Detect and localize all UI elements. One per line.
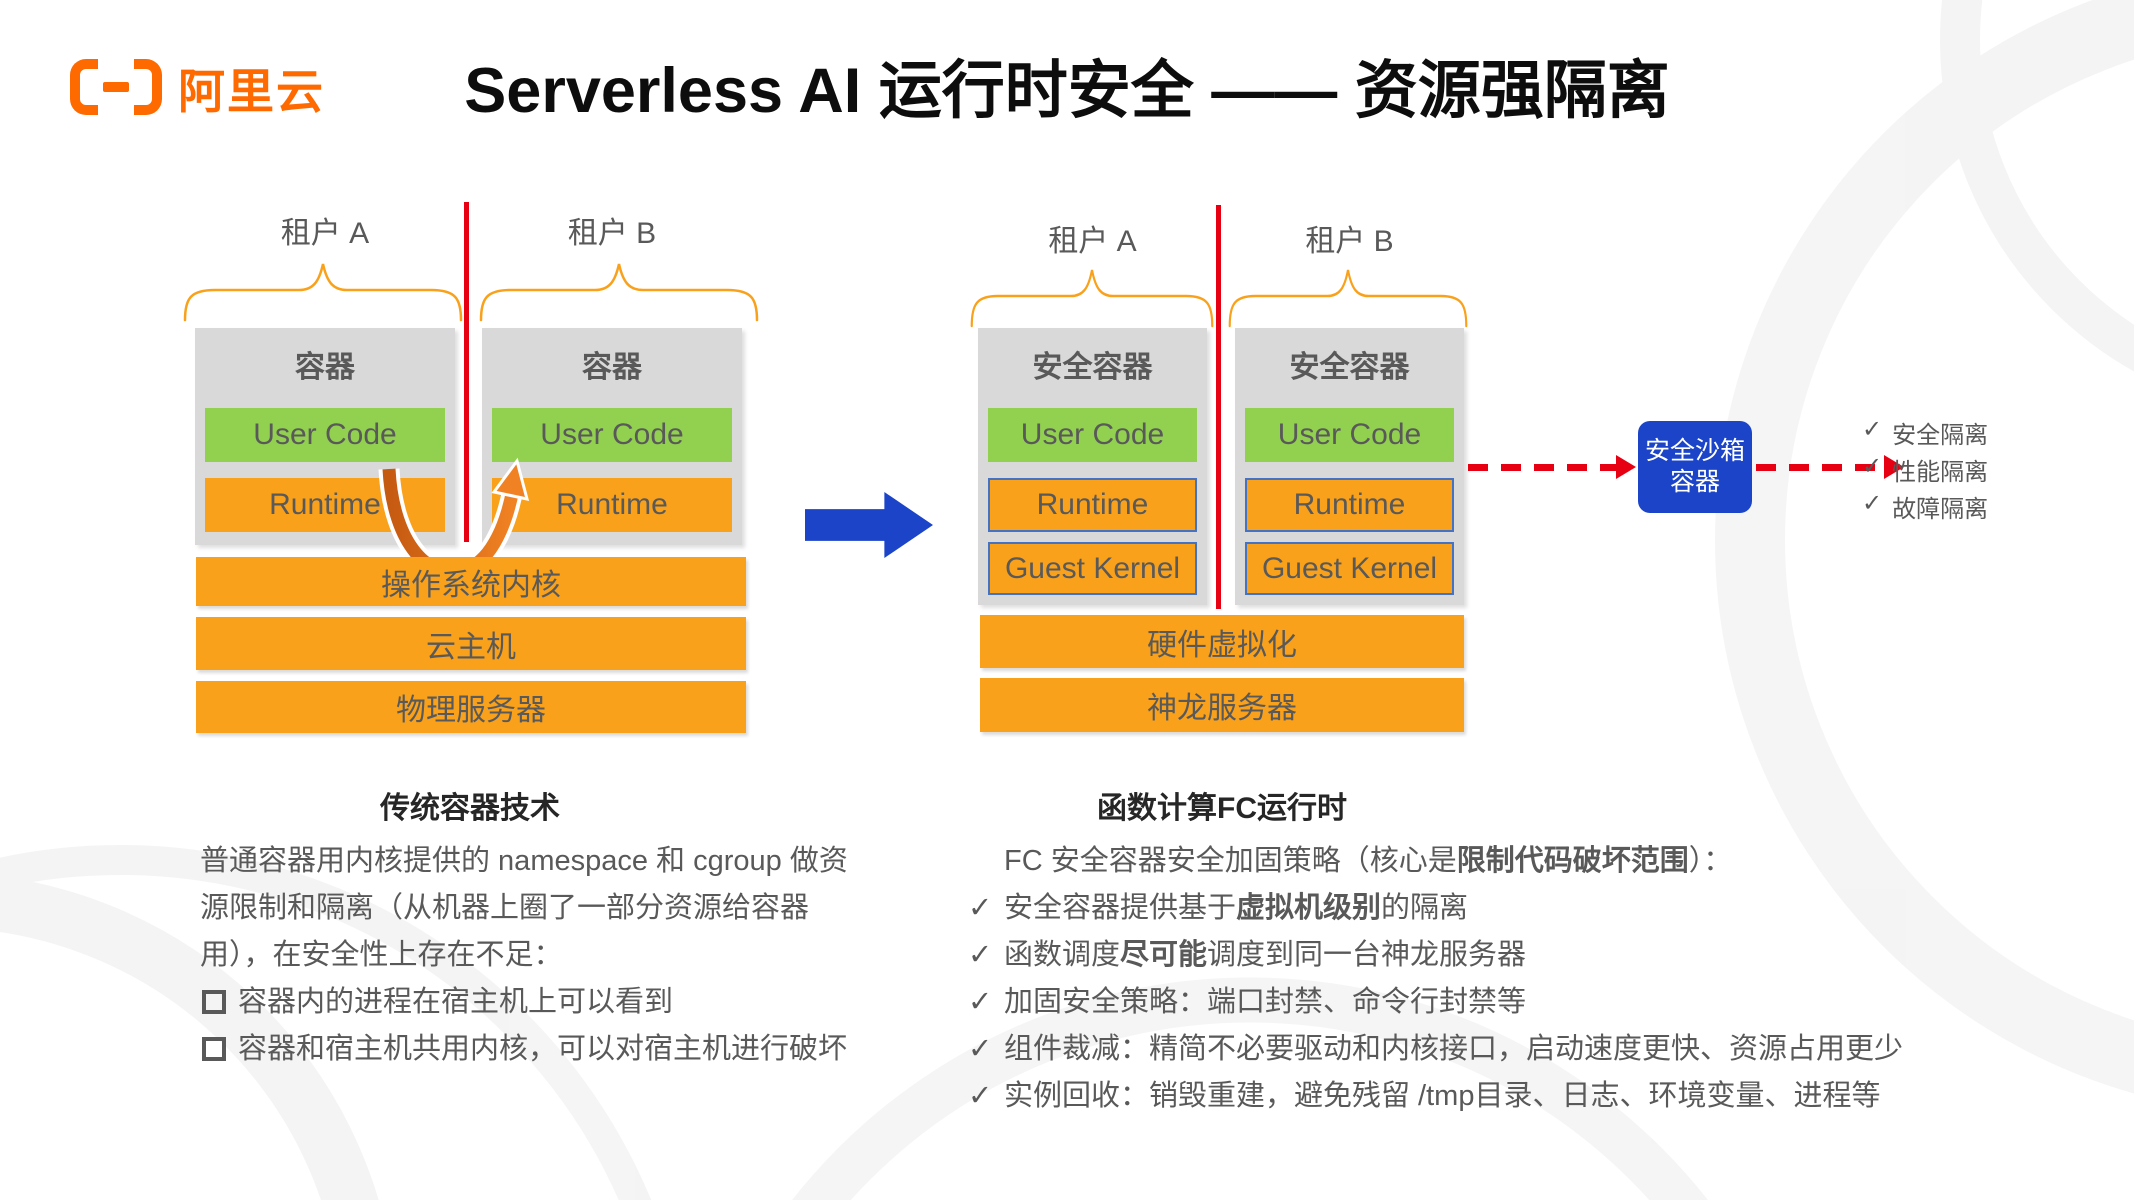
benefit-fault-isolation: ✓ 故障隔离 [1862, 489, 1988, 524]
bullet-text: 函数调度尽可能调度到同一台神龙服务器 [1004, 939, 1527, 971]
alibaba-cloud-logo: 阿里云 [70, 55, 325, 119]
check-icon: ✓ [968, 986, 993, 1018]
left-bullet-1: 容器内的进程在宿主机上可以看到 [200, 979, 855, 1026]
brand-name: 阿里云 [178, 64, 325, 118]
benefit-security-isolation: ✓ 安全隔离 [1862, 415, 1988, 450]
check-icon: ✓ [968, 939, 993, 971]
bullet-text: 容器内的进程在宿主机上可以看到 [238, 986, 674, 1018]
runtime-box: Runtime [1245, 478, 1454, 532]
benefit-performance-isolation: ✓ 性能隔离 [1862, 452, 1988, 487]
left-isolation-red-line [464, 202, 469, 542]
secure-container-title: 安全容器 [1032, 351, 1153, 384]
logo-left-bracket-icon [70, 59, 98, 115]
layer-os-kernel: 操作系统内核 [196, 557, 746, 606]
bullet-text: 组件裁减：精简不必要驱动和内核接口，启动速度更快、资源占用更少 [1004, 1033, 1904, 1065]
left-brace-a [183, 263, 463, 322]
right-brace-a [970, 269, 1214, 328]
benefit-label: 性能隔离 [1892, 459, 1989, 486]
slide-title: Serverless AI 运行时安全 —— 资源强隔离 [464, 56, 1670, 126]
square-bullet-icon [202, 1037, 226, 1061]
dashed-arrow-to-sandbox-head [1616, 455, 1636, 479]
right-tenant-b-label: 租户 B [1305, 225, 1394, 258]
right-container-a: 安全容器 User Code Runtime Guest Kernel [978, 328, 1207, 605]
right-bullet-3: ✓ 加固安全策略：端口封禁、命令行封禁等 [968, 979, 1933, 1026]
right-tenant-a-label: 租户 A [1048, 225, 1137, 258]
right-container-b: 安全容器 User Code Runtime Guest Kernel [1235, 328, 1464, 605]
left-diagram-caption: 传统容器技术 [380, 792, 560, 825]
check-icon: ✓ [968, 1080, 993, 1112]
secure-container-title: 安全容器 [1289, 351, 1410, 384]
left-brace-b [479, 263, 759, 322]
left-container-b: 容器 User Code Runtime [482, 328, 742, 545]
right-bullet-1: ✓ 安全容器提供基于虚拟机级别的隔离 [968, 885, 1933, 932]
user-code-box: User Code [988, 408, 1197, 462]
right-bullet-4: ✓ 组件裁减：精简不必要驱动和内核接口，启动速度更快、资源占用更少 [968, 1026, 1933, 1073]
right-bullet-2: ✓ 函数调度尽可能调度到同一台神龙服务器 [968, 932, 1933, 979]
dashed-arrow-to-benefits [1756, 464, 1884, 471]
security-sandbox-container-box: 安全沙箱 容器 [1638, 421, 1752, 513]
benefit-label: 安全隔离 [1892, 422, 1989, 449]
check-icon: ✓ [968, 1033, 993, 1065]
runtime-box: Runtime [988, 478, 1197, 532]
logo-dash-icon [103, 82, 129, 92]
user-code-box: User Code [1245, 408, 1454, 462]
guest-kernel-box: Guest Kernel [1245, 542, 1454, 595]
layer-shenlong-server: 神龙服务器 [980, 678, 1464, 732]
container-title: 容器 [295, 351, 355, 384]
layer-hardware-virtualization: 硬件虚拟化 [980, 615, 1464, 668]
left-bullet-2: 容器和宿主机共用内核，可以对宿主机进行破坏 [200, 1026, 855, 1073]
benefit-label: 故障隔离 [1892, 496, 1989, 523]
runtime-box: Runtime [492, 478, 732, 532]
container-title: 容器 [582, 351, 642, 384]
dashed-arrow-to-benefits-head [1884, 455, 1904, 479]
left-tenant-a-label: 租户 A [280, 217, 370, 250]
sandbox-label-line2: 容器 [1669, 468, 1720, 496]
user-code-box: User Code [205, 408, 445, 462]
left-paragraph: 普通容器用内核提供的 namespace 和 cgroup 做资源限制和隔离（从… [200, 845, 848, 971]
layer-cloud-host: 云主机 [196, 617, 746, 670]
bullet-text: 加固安全策略：端口封禁、命令行封禁等 [1004, 986, 1527, 1018]
check-icon: ✓ [968, 892, 993, 924]
bullet-text: 容器和宿主机共用内核，可以对宿主机进行破坏 [238, 1033, 848, 1065]
right-brace-b [1228, 269, 1468, 328]
right-diagram-caption: 函数计算FC运行时 [1097, 792, 1347, 825]
guest-kernel-box: Guest Kernel [988, 542, 1197, 595]
logo-right-bracket-icon [134, 59, 162, 115]
layer-physical-server: 物理服务器 [196, 681, 746, 733]
right-intro: FC 安全容器安全加固策略（核心是限制代码破坏范围）： [1004, 845, 1733, 877]
check-icon: ✓ [1862, 453, 1883, 480]
bullet-text: 安全容器提供基于虚拟机级别的隔离 [1004, 892, 1469, 924]
user-code-box: User Code [492, 408, 732, 462]
left-tenant-b-label: 租户 B [567, 217, 657, 250]
right-isolation-red-line [1216, 205, 1221, 609]
dashed-arrow-to-sandbox [1468, 464, 1618, 471]
square-bullet-icon [202, 990, 226, 1014]
right-text-block: FC 安全容器安全加固策略（核心是限制代码破坏范围）： ✓ 安全容器提供基于虚拟… [968, 838, 1933, 1120]
right-bullet-5: ✓ 实例回收：销毁重建，避免残留 /tmp目录、日志、环境变量、进程等 [968, 1073, 1933, 1120]
sandbox-label-line1: 安全沙箱 [1644, 437, 1745, 465]
left-text-block: 普通容器用内核提供的 namespace 和 cgroup 做资源限制和隔离（从… [200, 838, 855, 1073]
check-icon: ✓ [1862, 490, 1883, 517]
transition-arrow-icon [805, 492, 933, 558]
check-icon: ✓ [1862, 416, 1883, 443]
bullet-text: 实例回收：销毁重建，避免残留 /tmp目录、日志、环境变量、进程等 [1004, 1080, 1881, 1112]
